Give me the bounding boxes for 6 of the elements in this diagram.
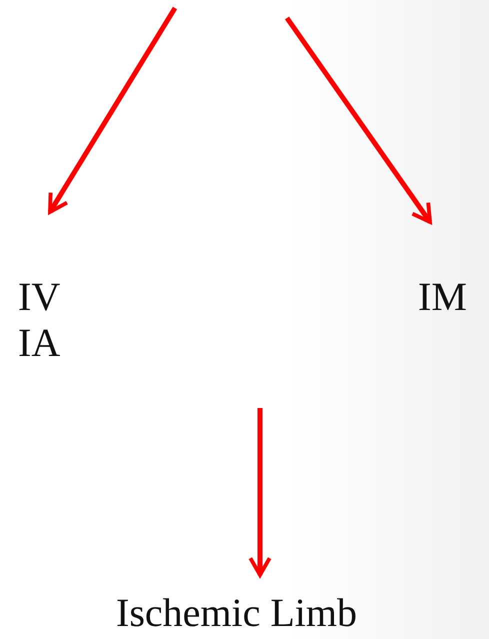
node-label: IM	[418, 274, 468, 320]
node-label: Ischemic Limb	[116, 590, 358, 636]
node-label: IV IA	[18, 274, 62, 366]
arrow	[284, 16, 432, 224]
arrow	[248, 408, 272, 577]
arrow	[48, 6, 178, 214]
